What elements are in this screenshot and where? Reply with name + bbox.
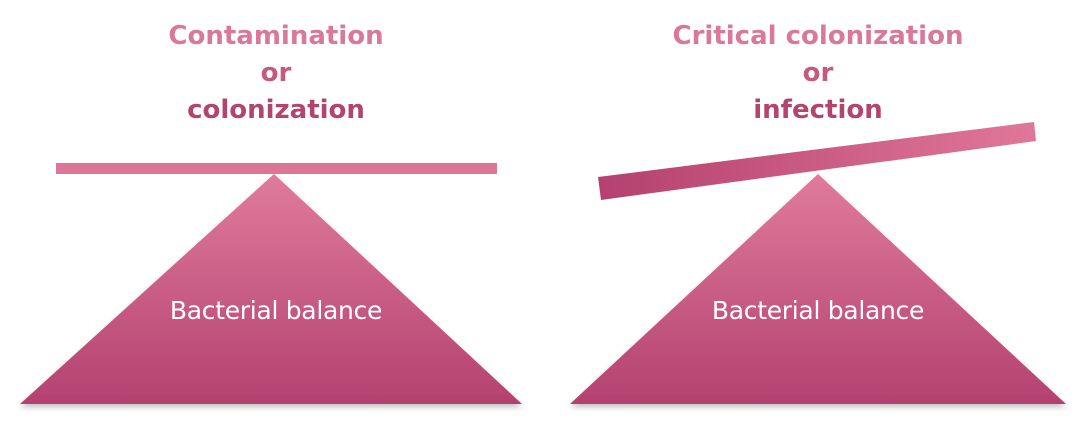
- balance-diagram: [570, 122, 1066, 404]
- heading-line-1: Critical colonization: [672, 21, 964, 51]
- heading-line-3: infection: [753, 95, 883, 125]
- balance-beam: [598, 122, 1036, 200]
- panel-balanced: Contamination or colonization Bacterial …: [20, 21, 522, 404]
- panel-heading: Contamination or colonization: [6, 18, 546, 129]
- balance-beam: [56, 163, 497, 174]
- fulcrum-label: Bacterial balance: [169, 296, 383, 325]
- heading-line-3: colonization: [187, 95, 365, 125]
- fulcrum-triangle: [570, 174, 1066, 404]
- panel-heading: Critical colonization or infection: [548, 18, 1080, 129]
- heading-line-2: or: [802, 58, 834, 88]
- fulcrum-triangle: [20, 174, 522, 404]
- heading-line-2: or: [260, 58, 292, 88]
- fulcrum-label: Bacterial balance: [711, 296, 925, 325]
- balance-diagram: [20, 163, 522, 404]
- heading-line-1: Contamination: [168, 21, 384, 51]
- panel-tilted: Critical colonization or infection Bacte…: [540, 0, 1080, 428]
